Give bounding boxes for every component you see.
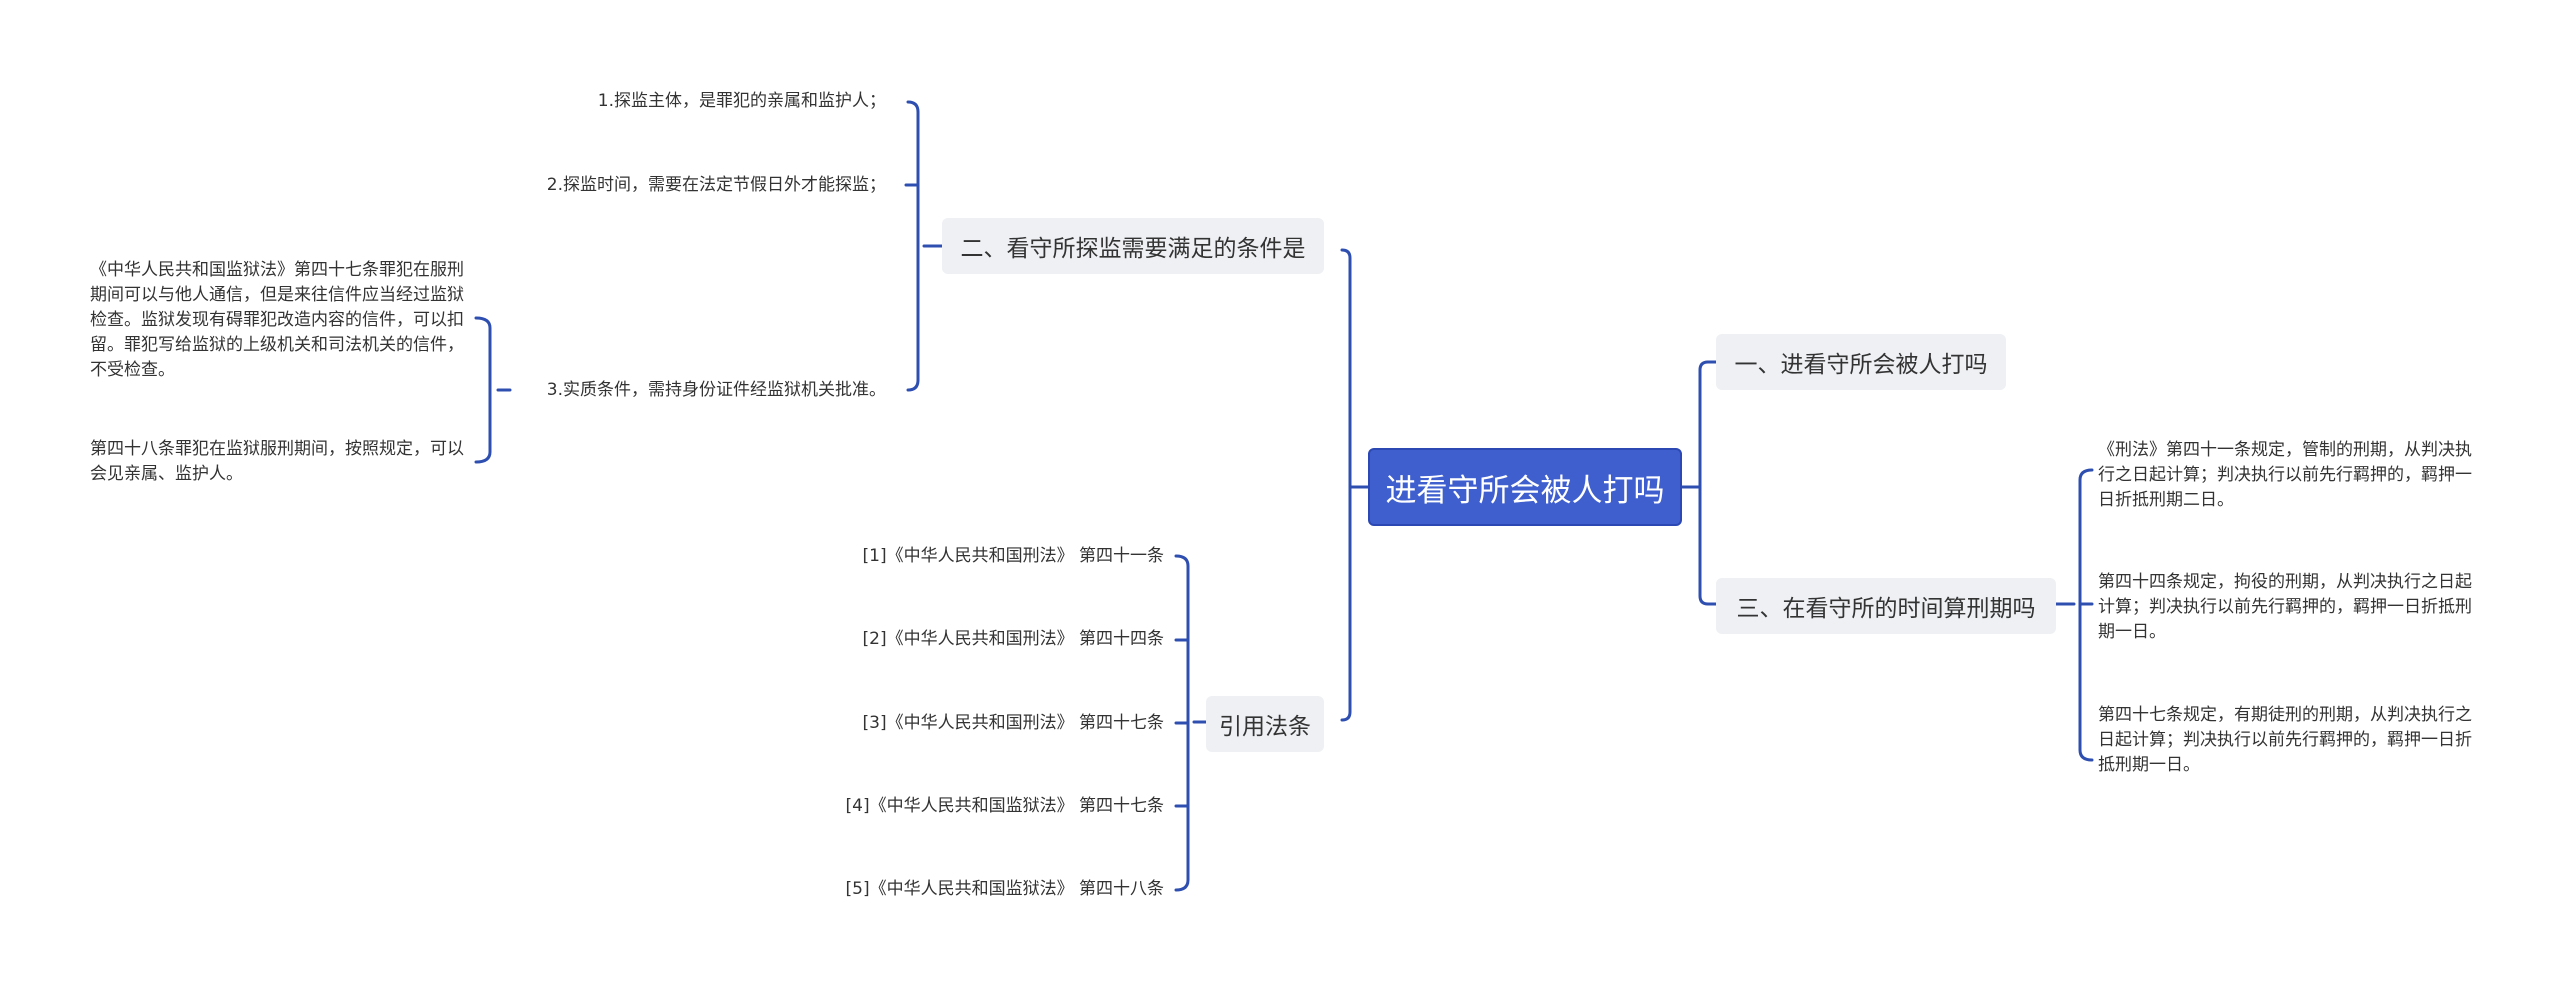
connector-b2-bracket <box>906 100 920 392</box>
sub-item-prison-law-48: 第四十八条罪犯在监狱服刑期间，按照规定，可以会见亲属、监护人。 <box>90 439 464 484</box>
term-item-article-47: 第四十七条规定，有期徒刑的刑期，从判决执行之日起计算；判决执行以前先行羁押的，羁… <box>2098 705 2472 775</box>
condition-item-2: 2.探监时间，需要在法定节假日外才能探监； <box>546 175 886 195</box>
connector-trunk-left <box>1340 248 1352 722</box>
connector-sub-bracket <box>474 316 492 464</box>
citation-item-3: [3]《中华人民共和国刑法》 第四十七条 <box>862 713 1164 733</box>
citation-item-2: [2]《中华人民共和国刑法》 第四十四条 <box>862 629 1164 649</box>
root-topic[interactable]: 进看守所会被人打吗 <box>1368 448 1682 526</box>
term-item-article-41: 《刑法》第四十一条规定，管制的刑期，从判决执行之日起计算；判决执行以前先行羁押的… <box>2098 440 2472 510</box>
citation-item-4: [4]《中华人民共和国监狱法》 第四十七条 <box>845 796 1164 816</box>
citation-item-1: [1]《中华人民共和国刑法》 第四十一条 <box>862 546 1164 566</box>
citation-item-5: [5]《中华人民共和国监狱法》 第四十八条 <box>845 879 1164 899</box>
branch-topic-citations[interactable]: 引用法条 <box>1206 696 1324 752</box>
term-item-article-44: 第四十四条规定，拘役的刑期，从判决执行之日起计算；判决执行以前先行羁押的，羁押一… <box>2098 572 2472 642</box>
connector-trunk-right <box>1698 360 1710 606</box>
branch-topic-1[interactable]: 一、进看守所会被人打吗 <box>1716 334 2006 390</box>
branch-topic-3[interactable]: 三、在看守所的时间算刑期吗 <box>1716 578 2056 634</box>
condition-item-3: 3.实质条件，需持身份证件经监狱机关批准。 <box>546 380 886 400</box>
sub-item-prison-law-47: 《中华人民共和国监狱法》第四十七条罪犯在服刑期间可以与他人通信，但是来往信件应当… <box>90 260 464 380</box>
connector-b3-bracket <box>2078 468 2094 762</box>
condition-item-1: 1.探监主体，是罪犯的亲属和监护人； <box>597 91 886 111</box>
branch-topic-2[interactable]: 二、看守所探监需要满足的条件是 <box>942 218 1324 274</box>
